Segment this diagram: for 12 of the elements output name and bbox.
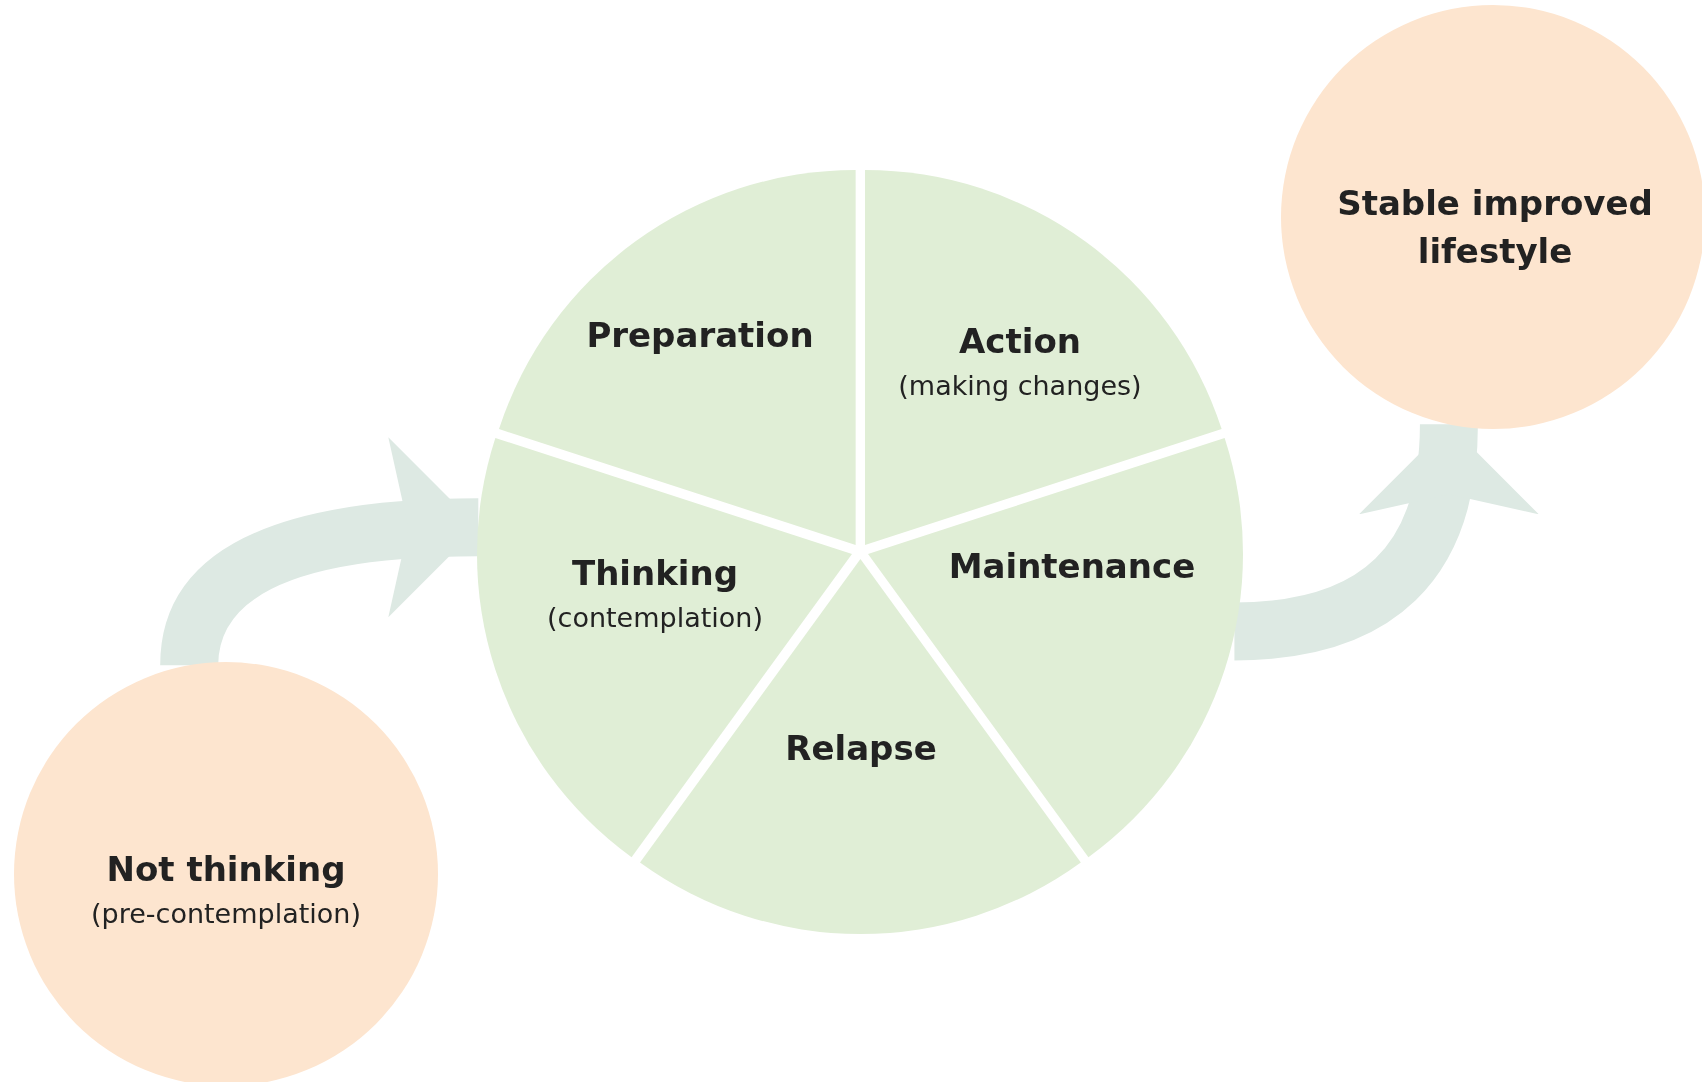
stage-name: Relapse [784,727,938,771]
stage-name: Thinking [570,551,739,595]
stage-name: Not thinking [105,847,347,891]
curved-arrow [1233,423,1535,661]
stage-name: Action [958,319,1082,363]
stage-name: Preparation [585,314,815,358]
stage-name: Maintenance [947,545,1197,589]
curved-arrow [160,439,479,668]
stage-name: Stable improved lifestyle [1336,182,1654,273]
stage-description: (contemplation) [546,600,764,635]
stage-description: (making changes) [897,368,1143,403]
stage-description: (pre-contemplation) [90,896,362,931]
